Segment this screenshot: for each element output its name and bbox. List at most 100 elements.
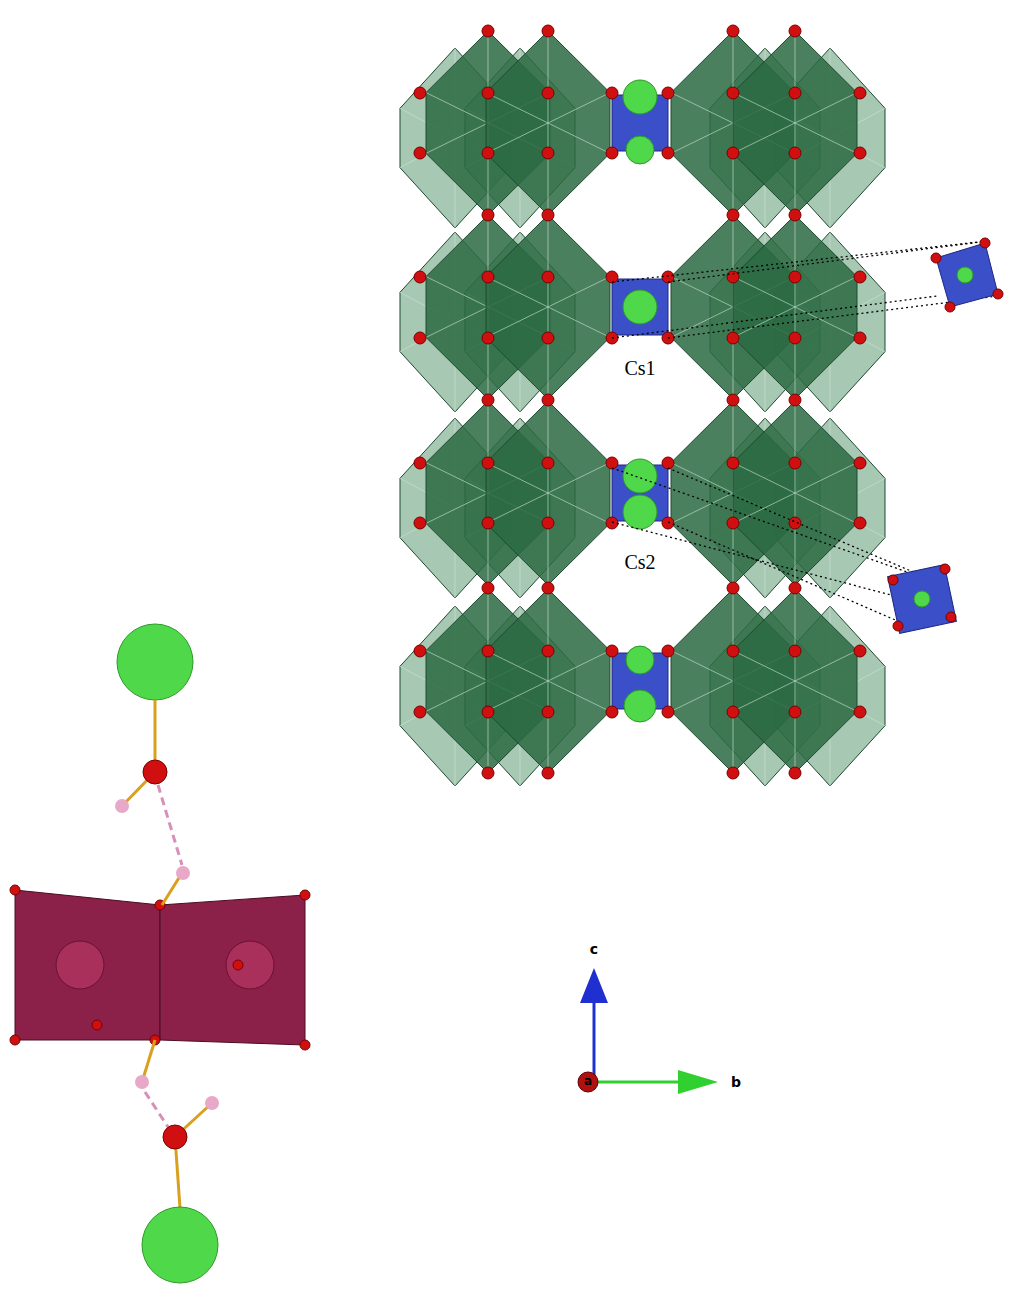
oxygen-atom [789,332,801,344]
oxygen-atom [789,767,801,779]
oxygen-atom [542,582,554,594]
oxygen-atom [482,457,494,469]
oxygen-atom [854,706,866,718]
oxygen-atom [414,147,426,159]
oxygen-atom [854,332,866,344]
octahedron-edge [548,589,549,773]
octahedron-edge [548,401,549,585]
octahedron [160,895,305,1045]
oxygen-atom [727,645,739,657]
projection-line [668,296,998,338]
oxygen-atom [727,332,739,344]
oxygen-atom [789,271,801,283]
oxygen-atom [789,25,801,37]
oxygen-atom [542,767,554,779]
hydrogen-atom [135,1075,149,1089]
oxygen-atom [10,1035,20,1045]
axis-c [593,1000,596,1078]
oxygen-atom [542,209,554,221]
octahedron [486,215,610,399]
oxygen-atom [789,582,801,594]
cesium-atom [117,624,193,700]
oxygen-atom [662,517,674,529]
projection-line [612,468,944,585]
blue-square [888,565,957,634]
oxygen-atom [482,645,494,657]
oxygen-atom [854,87,866,99]
oxygen-atom [414,87,426,99]
oxygen-atom [789,517,801,529]
oxygen-atom [92,1020,102,1030]
oxygen-atom [727,147,739,159]
oxygen-atom [789,394,801,406]
octahedron [486,31,610,215]
oxygen-atom [727,209,739,221]
oxygen-atom [727,582,739,594]
oxygen-atom [482,147,494,159]
oxygen-atom [482,517,494,529]
oxygen-atom [931,253,941,263]
octahedron-edge [795,401,796,585]
oxygen-atom [542,517,554,529]
oxygen-atom [300,1040,310,1050]
cesium-atom [626,646,654,674]
oxygen-atom [482,706,494,718]
hydrogen-atom [115,799,129,813]
hydrogen-bond [145,1092,170,1130]
oxygen-atom [854,271,866,283]
oxygen-atom [662,706,674,718]
projection-line [612,296,937,338]
hydrogen-atom [176,866,190,880]
projection-line [668,468,944,585]
projection-line [668,522,900,622]
oxygen-atom [542,457,554,469]
oxygen-atom [888,575,898,585]
oxygen-atom [727,25,739,37]
oxygen-atom [789,706,801,718]
oxygen-atom [542,271,554,283]
blue-square [612,279,668,335]
axis-label: b [731,1075,741,1090]
oxygen-atom [414,271,426,283]
site-label: Cs1 [621,357,658,379]
oxygen-atom [893,621,903,631]
cesium-atom [624,690,656,722]
oxygen-atom [542,394,554,406]
oxygen-atom [945,302,955,312]
oxygen-atom [606,271,618,283]
projection-line [612,522,895,596]
oxygen-atom [482,87,494,99]
oxygen-atom [606,706,618,718]
cesium-atom [623,459,657,493]
axis-arrowhead [678,1070,718,1094]
oxygen-atom [854,147,866,159]
oxygen-atom [980,238,990,248]
oxygen-atom [789,147,801,159]
cesium-atom [142,1207,218,1283]
oxygen-atom [662,147,674,159]
oxygen-atom [300,890,310,900]
oxygen-atom [414,457,426,469]
octahedron [733,31,857,215]
oxygen-atom [542,645,554,657]
oxygen-atom [727,767,739,779]
projection-line [612,241,988,282]
oxygen-atom [727,706,739,718]
oxygen-atom [854,517,866,529]
site-label: Cs2 [621,551,658,573]
oxygen-atom [143,760,167,784]
oxygen-atom [414,706,426,718]
oxygen-atom [606,87,618,99]
oxygen-atom [940,564,950,574]
oxygen-atom [542,87,554,99]
cesium-atom [623,290,657,324]
octahedron-edge [795,31,796,215]
oxygen-atom [542,706,554,718]
oxygen-atom [606,147,618,159]
cesium-atom [914,591,930,607]
metal-atom [226,941,274,989]
octahedron-edge [795,589,796,773]
oxygen-atom [727,394,739,406]
oxygen-atom [482,332,494,344]
oxygen-atom [542,25,554,37]
